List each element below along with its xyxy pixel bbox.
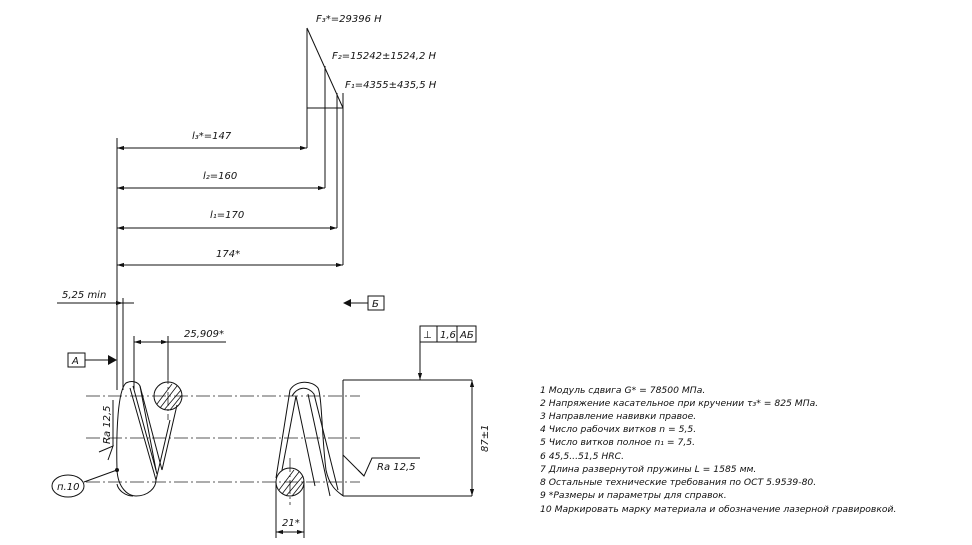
force-f2-label: F₂=15242±1524,2 Н — [332, 51, 436, 62]
note-5: 5 Число витков полное n₁ = 7,5. — [540, 437, 695, 448]
dim-pitch: 25,909* — [184, 329, 224, 340]
force-f1-label: F₁=4355±435,5 Н — [345, 80, 437, 91]
force-f3-label: F₃*=29396 Н — [316, 14, 382, 25]
roughness-right-label: Ra 12,5 — [377, 462, 416, 473]
tolerance-value: 1,6 — [440, 330, 456, 341]
note-9: 9 *Размеры и параметры для справок. — [540, 490, 727, 501]
note-1: 1 Модуль сдвига G* = 78500 МПа. — [540, 385, 705, 396]
technical-notes: 1 Модуль сдвига G* = 78500 МПа. 2 Напряж… — [540, 385, 896, 515]
pitch-dimension: 25,909* — [133, 329, 226, 390]
spring-body — [86, 370, 472, 505]
datum-a-label: А — [71, 356, 79, 367]
note-2: 2 Напряжение касательное при кручении τ₃… — [540, 398, 818, 409]
datum-b: Б — [343, 295, 385, 311]
datum-b-label: Б — [372, 299, 379, 310]
diameter-dimension: 87±1 — [469, 380, 491, 496]
tolerance-bases: АБ — [459, 330, 474, 341]
wire-dimension: 21* — [275, 482, 305, 538]
note-6: 6 45,5...51,5 HRC. — [540, 451, 624, 462]
note-10: 10 Маркировать марку материала и обознач… — [540, 504, 896, 515]
note-7: 7 Длина развернутой пружины L = 1585 мм. — [540, 464, 756, 475]
dim-l3: l₃*=147 — [192, 131, 232, 142]
dim-diameter: 87±1 — [480, 425, 491, 452]
dim-total: 174* — [216, 249, 240, 260]
dim-wire: 21* — [282, 518, 300, 529]
note-8: 8 Остальные технические требования по ОС… — [540, 477, 816, 488]
datum-a: А — [67, 352, 117, 368]
tolerance-symbol: ⊥ — [423, 330, 432, 341]
tolerance-frame: ⊥ 1,6 АБ — [417, 325, 477, 380]
roughness-left-label: Ra 12,5 — [102, 405, 113, 444]
callout-note-10: п.10 — [51, 468, 119, 498]
note-3: 3 Направление навивки правое. — [540, 411, 696, 422]
roughness-left: Ra 12,5 — [98, 400, 114, 461]
dim-l2: l₂=160 — [203, 171, 237, 182]
note-4: 4 Число рабочих витков n = 5,5. — [540, 424, 696, 435]
force-diagram: F₃*=29396 Н F₂=15242±1524,2 Н F₁=4355±43… — [306, 14, 437, 265]
min-gap-dimension: 5,25 min — [57, 290, 134, 390]
roughness-right: Ra 12,5 — [342, 454, 420, 477]
dim-l1: l₁=170 — [210, 210, 244, 221]
length-dimensions: l₃*=147 l₂=160 l₁=170 174* — [116, 131, 343, 390]
dim-min-gap: 5,25 min — [62, 290, 106, 301]
callout-label: п.10 — [57, 482, 79, 493]
